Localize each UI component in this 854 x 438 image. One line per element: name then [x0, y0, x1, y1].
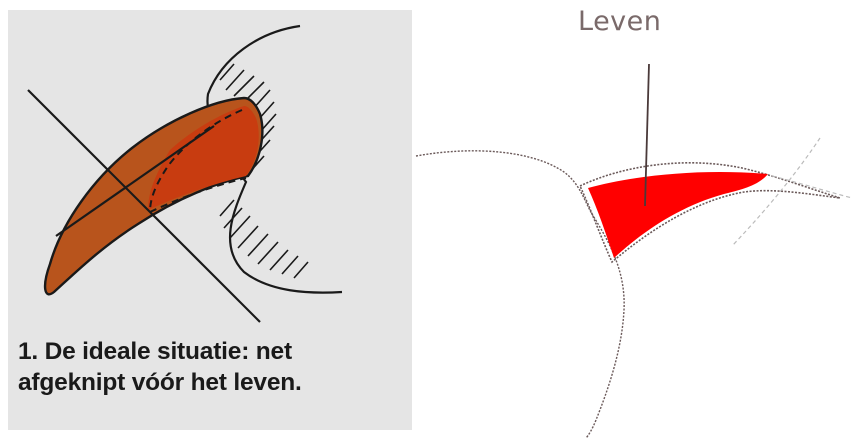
tip-dashed-line-1: [732, 138, 820, 246]
caption-line-1: 1. De ideale situatie: net: [18, 336, 402, 367]
ideal-cut-caption: 1. De ideale situatie: net afgeknipt vóó…: [18, 336, 402, 398]
quick-label: Leven: [578, 6, 708, 38]
caption-line-2: afgeknipt vóór het leven.: [18, 367, 402, 398]
quick-location-illustration: [412, 0, 854, 438]
quick-red-area: [588, 172, 768, 258]
tip-dashed-line-2: [772, 176, 852, 198]
